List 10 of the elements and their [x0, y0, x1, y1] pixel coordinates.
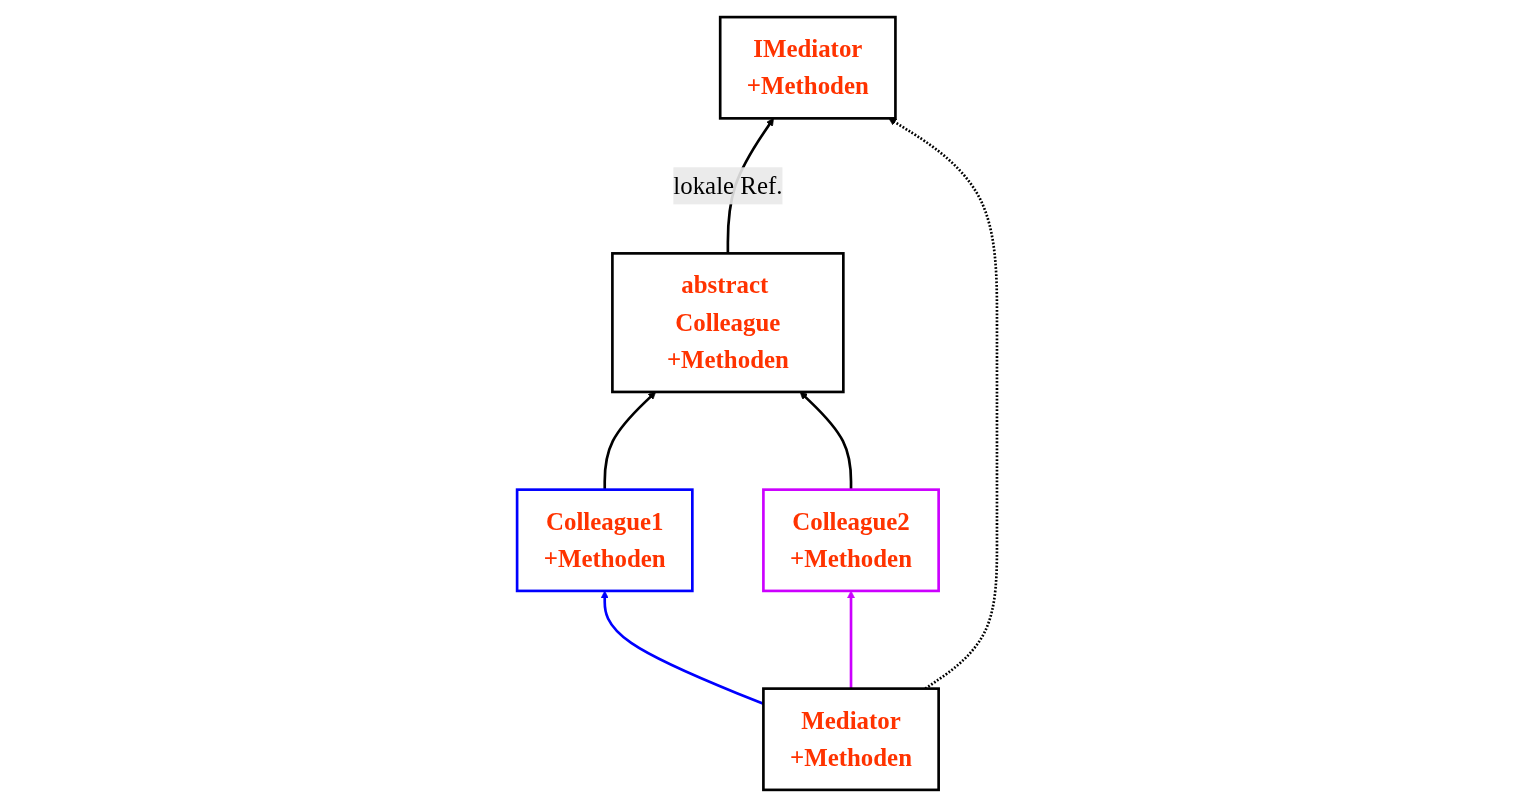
edge-label: lokale Ref. [673, 171, 783, 200]
arrow [600, 590, 764, 706]
node-box: IMediator +Methoden [718, 15, 897, 120]
arrow [799, 391, 853, 490]
node-box: Mediator +Methoden [762, 687, 940, 792]
node-box: Colleague1 +Methoden [515, 488, 694, 593]
arrow [847, 590, 855, 689]
node-box: abstract Colleague +Methoden [611, 252, 845, 394]
node-box: Colleague2 +Methoden [762, 488, 940, 593]
arrow [603, 391, 656, 490]
